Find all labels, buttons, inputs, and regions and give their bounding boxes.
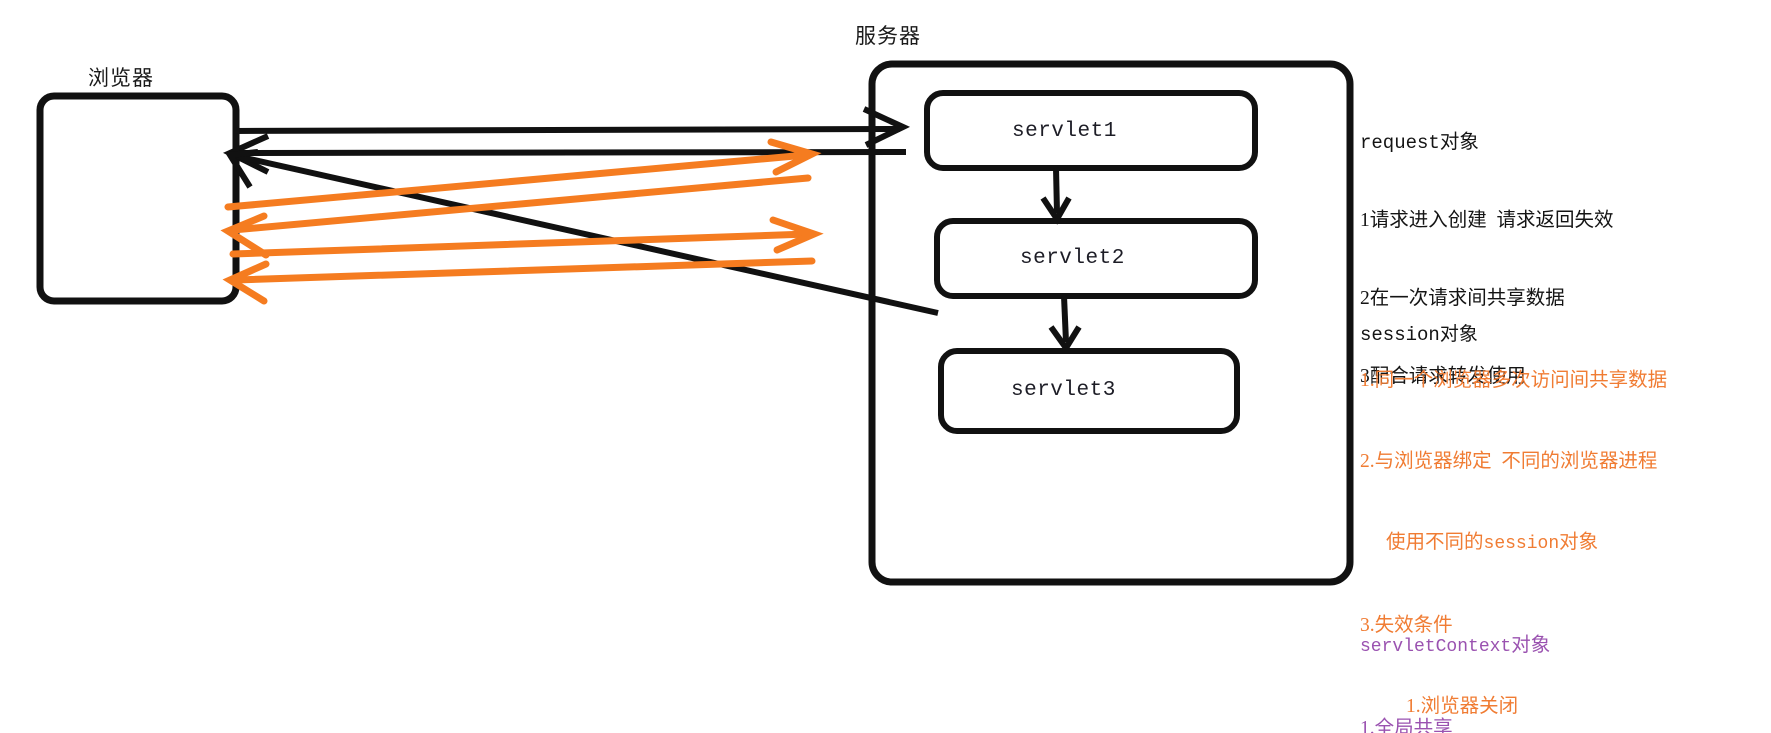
server-box [868,60,1354,586]
annotation-request-line-3: 3配合请求转发使用 [1360,366,1526,387]
annotation-session-list: 1.同一个浏览器多次访问间共享数据 2.与浏览器绑定 不同的浏览器进程 使用不同… [1360,313,1667,733]
annotation-session-item-5: 1.浏览器关闭 [1406,696,1519,717]
servlet1-box [924,90,1258,171]
annotation-session-item-3: 使用不同的session对象 [1360,529,1667,558]
annotation-session-title-code: session [1360,324,1440,346]
annotation-request-title-suffix: 对象 [1439,132,1479,153]
server-label: 服务器 [855,24,921,48]
servlet3-box [938,348,1240,434]
annotation-servletcontext-title-code: servletContext [1360,637,1512,657]
annotation-session-item-3-suffix: 对象 [1559,532,1599,553]
browser-box [36,92,240,305]
servlet2-label: servlet2 [1020,247,1125,270]
session-arrow-out-2 [229,216,824,258]
session-arrow-out-1 [224,138,822,211]
annotation-request-title-code: request [1360,132,1440,154]
annotation-session-item-4: 3.失效条件 [1360,615,1453,636]
annotation-session-title: session对象 [1360,270,1478,400]
annotation-session-item-2: 2.与浏览器绑定 不同的浏览器进程 [1360,451,1658,472]
annotation-request-line-1: 1请求进入创建 请求返回失效 [1360,210,1614,231]
annotation-session-item-1: 1.同一个浏览器多次访问间共享数据 [1360,370,1668,391]
session-arrow-in-1 [220,174,812,259]
browser-label: 浏览器 [88,66,154,90]
annotation-request: request对象 1请求进入创建 请求返回失效 2在一次请求间共享数据 3配合… [1360,78,1614,442]
annotation-servletcontext-title: servletContext对象 [1360,632,1708,661]
session-arrow-in-2 [222,257,816,305]
annotation-servletcontext: servletContext对象 1.全局共享 服务器启动时创建 服务器关闭时销… [1360,578,1708,733]
annotation-session-item-3-code: session [1483,534,1560,554]
servlet-flow-arrows [1040,167,1082,354]
annotation-servletcontext-title-suffix: 对象 [1511,635,1551,656]
servlet3-label: servlet3 [1011,379,1116,402]
servlet1-label: servlet1 [1012,120,1117,143]
annotation-request-line-2: 2在一次请求间共享数据 [1360,288,1565,309]
servlet2-box [934,218,1258,299]
diagonal-arrow-servlet3-to-browser [224,149,939,316]
annotation-session-title-text: session对象 [1360,322,1478,348]
annotation-session-title-suffix: 对象 [1439,324,1478,346]
annotation-request-title: request对象 [1360,130,1614,156]
request-arrow-to-servlet1 [232,106,911,148]
annotation-session-item-3-prefix: 使用不同的 [1386,532,1484,553]
annotation-servletcontext-item-1: 1.全局共享 [1360,718,1453,733]
